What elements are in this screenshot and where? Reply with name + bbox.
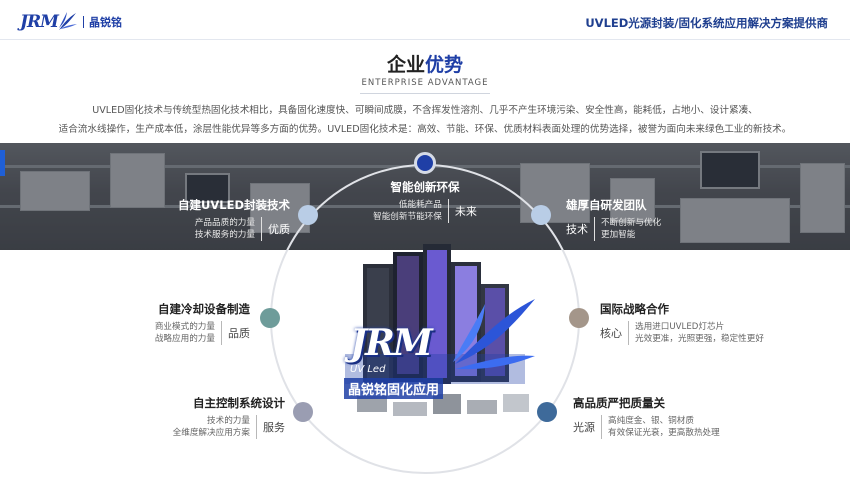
advantage-keyword: 核心 (600, 327, 622, 340)
leaf-logo-icon (59, 12, 77, 30)
advantage-desc-2: 有效保证光衰，更高散热处理 (608, 428, 720, 438)
advantage-keyword: 技术 (566, 223, 588, 236)
advantage-desc-1: 不断创新与优化 (601, 218, 662, 228)
node-dot-top (414, 152, 436, 174)
advantage-title: 雄厚自研发团队 (566, 198, 647, 212)
section-title-accent: 优势 (425, 54, 464, 76)
advantage-item-mid-right: 国际战略合作 核心 选用进口UVLED灯芯片 光效更准，光照更强，稳定性更好 (600, 301, 800, 345)
center-brand-logo: JRM (350, 322, 433, 364)
advantage-title: 自主控制系统设计 (193, 396, 285, 410)
node-dot-upper-right (531, 205, 551, 225)
advantage-keyword: 服务 (263, 421, 285, 434)
node-dot-mid-right (569, 308, 589, 328)
advantage-desc-2: 光效更准，光照更强，稳定性更好 (635, 334, 764, 344)
subtitle-underline (360, 93, 490, 94)
node-dot-upper-left (298, 205, 318, 225)
logo-mark: JRM (20, 12, 59, 32)
intro-line-2: 适合流水线操作，生产成本低，涂层性能优异等多方面的优势。UVLED固化技术是：高… (58, 124, 792, 135)
side-tab-marker[interactable] (0, 150, 5, 176)
node-dot-low-right (537, 402, 557, 422)
section-title: 企业优势 (0, 50, 850, 77)
advantage-title: 自建冷却设备制造 (158, 302, 250, 316)
advantage-item-low-right: 高品质严把质量关 光源 高纯度金、银、铜材质 有效保证光衰，更高散热处理 (573, 395, 773, 439)
advantage-title: 高品质严把质量关 (573, 396, 665, 410)
advantage-item-upper-left: 自建UVLED封装技术 产品品质的力量 技术服务的力量 优质 (150, 197, 290, 241)
advantage-title: 智能创新环保 (390, 180, 460, 194)
advantage-keyword: 品质 (228, 327, 250, 340)
advantage-item-upper-right: 雄厚自研发团队 技术 不断创新与优化 更加智能 (566, 197, 726, 241)
advantage-desc-2: 全维度解决应用方案 (172, 428, 250, 438)
logo-divider (83, 16, 84, 28)
section-subtitle: ENTERPRISE ADVANTAGE (361, 78, 489, 88)
advantage-title: 国际战略合作 (600, 302, 669, 316)
advantage-title: 自建UVLED封装技术 (178, 198, 290, 212)
advantage-desc-2: 战略应用的力量 (154, 334, 215, 344)
advantage-desc-1: 低能耗产品 (398, 200, 442, 210)
advantage-desc-1: 商业模式的力量 (154, 322, 215, 332)
advantage-desc-2: 技术服务的力量 (194, 230, 255, 240)
advantage-item-mid-left: 自建冷却设备制造 商业模式的力量 战略应用的力量 品质 (110, 301, 250, 345)
logo-company-name: 晶锐铭 (89, 16, 122, 29)
advantage-keyword: 未来 (454, 205, 477, 218)
uvled-product-image (345, 244, 535, 416)
intro-paragraph: UVLED固化技术与传统型热固化技术相比，具备固化速度快、可瞬间成膜，不含挥发性… (55, 101, 795, 139)
center-brand-uvled: UV Led (350, 364, 386, 375)
advantage-desc-2: 智能创新节能环保 (373, 212, 442, 222)
section-title-main: 企业 (386, 54, 425, 76)
advantage-keyword: 优质 (268, 223, 290, 236)
header-tagline: UVLED光源封装/固化系统应用解决方案提供商 (585, 16, 828, 30)
header-divider (0, 39, 850, 40)
advantage-keyword: 光源 (573, 421, 595, 434)
company-logo[interactable]: JRM 晶锐铭 (20, 8, 122, 36)
node-dot-mid-left (260, 308, 280, 328)
advantage-desc-2: 更加智能 (601, 230, 636, 240)
advantage-desc-1: 产品品质的力量 (194, 218, 255, 228)
advantage-desc-1: 选用进口UVLED灯芯片 (635, 322, 725, 332)
advantage-desc-1: 高纯度金、银、铜材质 (608, 416, 694, 426)
center-brand-name: 晶锐铭固化应用 (344, 378, 444, 399)
advantage-item-top: 智能创新环保 低能耗产品 智能创新节能环保 未来 (360, 179, 490, 223)
node-dot-low-left (293, 402, 313, 422)
advantage-desc-1: 技术的力量 (207, 416, 250, 426)
intro-line-1: UVLED固化技术与传统型热固化技术相比，具备固化速度快、可瞬间成膜，不含挥发性… (92, 105, 758, 116)
advantage-item-low-left: 自主控制系统设计 技术的力量 全维度解决应用方案 服务 (140, 395, 285, 439)
